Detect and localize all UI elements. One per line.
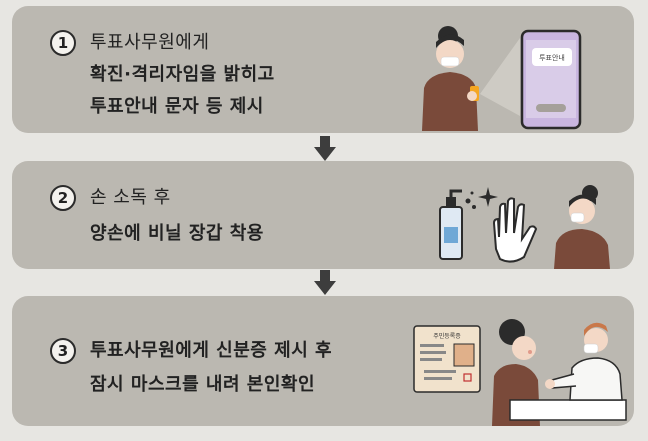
- id-card-title: 주민등록증: [433, 332, 461, 340]
- id-check-illustration: 주민등록증: [413, 319, 627, 426]
- sanitizer-and-gloves-illustration: [439, 185, 610, 269]
- step-3-line-1: 투표사무원에게 신분증 제시 후: [90, 340, 333, 361]
- arrow-down-icon-1: [314, 136, 336, 161]
- step-number-2: 2: [50, 185, 76, 211]
- step-number-3: 3: [50, 338, 76, 364]
- step-number-1: 1: [50, 30, 76, 56]
- step-1-line-1: 투표사무원에게: [90, 32, 210, 53]
- arrow-down-icon-2: [314, 270, 336, 295]
- step-1-card: 1 투표사무원에게 확진·격리자임을 밝히고 투표안내 문자 등 제시 투표안내: [12, 6, 634, 133]
- step-2-line-2: 양손에 비닐 장갑 착용: [90, 223, 264, 244]
- step-3-line-2: 잠시 마스크를 내려 본인확인: [90, 374, 316, 395]
- voter-with-phone-illustration: 투표안내: [422, 26, 582, 131]
- step-1-line-3: 투표안내 문자 등 제시: [90, 96, 264, 117]
- step-2-line-1: 손 소독 후: [90, 187, 171, 208]
- step-3-card: 3 투표사무원에게 신분증 제시 후 잠시 마스크를 내려 본인확인 주민등록증: [12, 296, 634, 426]
- step-1-line-2: 확진·격리자임을 밝히고: [90, 64, 275, 85]
- step-2-card: 2 손 소독 후 양손에 비닐 장갑 착용: [12, 161, 634, 269]
- phone-message-text: 투표안내: [539, 53, 565, 62]
